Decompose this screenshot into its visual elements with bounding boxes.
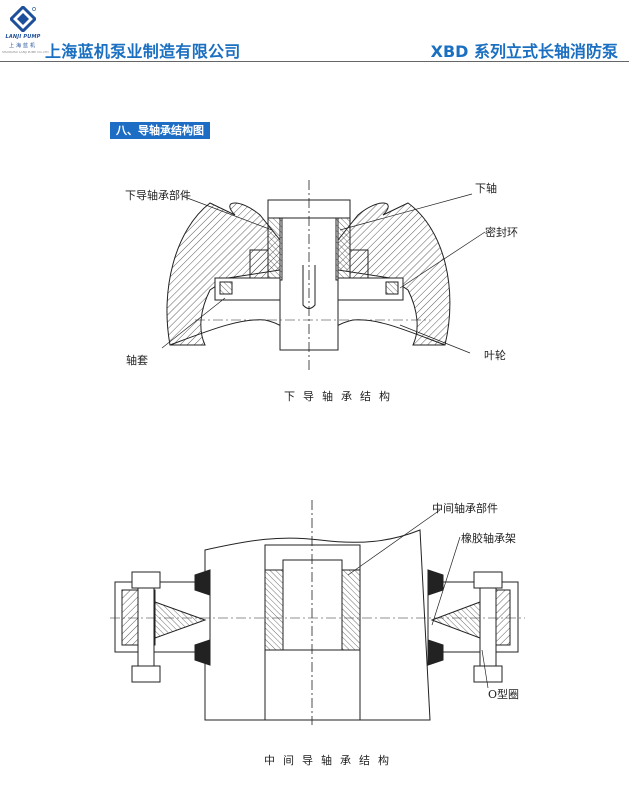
section-title: 八、导轴承结构图 (110, 122, 210, 139)
middle-bearing-diagram (110, 500, 525, 725)
company-logo: LANJI PUMP 上海蓝机 SHANGHAI LANJI PUMP CO.,… (2, 6, 49, 58)
left-impeller-blade (166, 202, 281, 346)
right-bearing-bush (335, 217, 351, 281)
label-o-ring: O型圈 (488, 688, 520, 701)
right-impeller-blade (337, 202, 451, 346)
caption-lower-bearing: 下导轴承结构 (284, 390, 398, 403)
lower-bearing-diagram (161, 180, 486, 370)
label-lower-shaft: 下轴 (475, 182, 497, 195)
label-seal-ring: 密封环 (485, 226, 518, 239)
label-shaft-sleeve: 轴套 (126, 354, 148, 367)
logo-chinese-text: 上海蓝机 (8, 43, 37, 49)
label-impeller: 叶轮 (484, 349, 506, 362)
label-lower-bearing-part: 下导轴承部件 (125, 189, 191, 202)
rubber-bearing-left (264, 569, 284, 651)
logo-subtext: SHANGHAI LANJI PUMP CO.,LTD (2, 50, 49, 54)
caption-middle-bearing: 中间导轴承结构 (264, 754, 397, 767)
intermediate-shaft (282, 559, 343, 651)
rubber-bearing-right (341, 569, 361, 651)
logo-mark-icon (10, 6, 36, 32)
label-rubber-bearing-holder: 橡胶轴承架 (461, 532, 516, 545)
company-name: 上海蓝机泵业制造有限公司 (45, 42, 241, 61)
header-divider (0, 61, 629, 62)
product-series-title: XBD 系列立式长轴消防泵 (430, 42, 618, 61)
logo-english-text: LANJI PUMP (5, 34, 41, 40)
page-header: LANJI PUMP 上海蓝机 SHANGHAI LANJI PUMP CO.,… (0, 0, 629, 62)
label-middle-bearing-part: 中间轴承部件 (432, 502, 498, 515)
left-bearing-bush (267, 217, 283, 281)
